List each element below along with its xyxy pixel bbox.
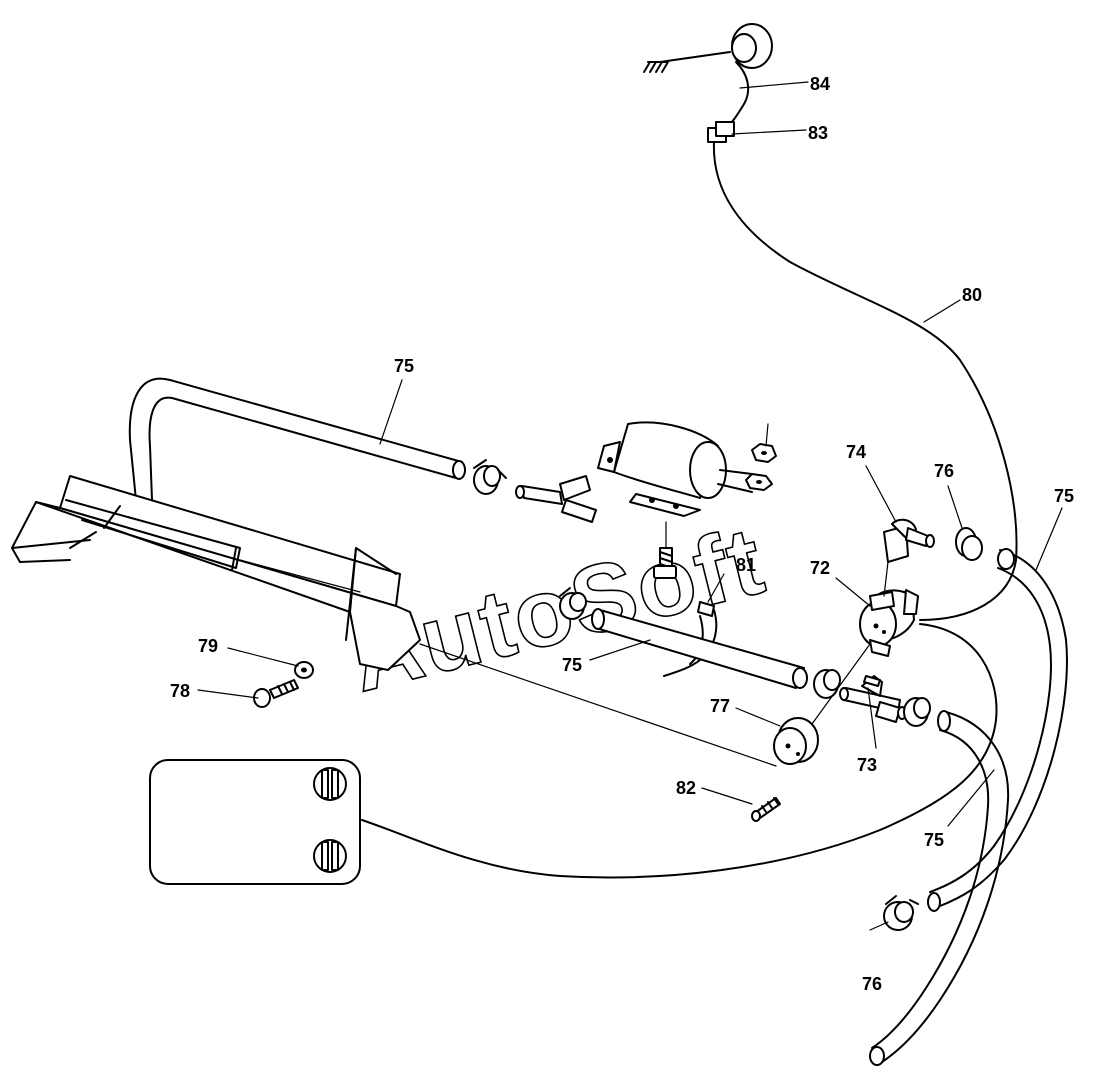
- callout-80: 80: [962, 285, 982, 305]
- bolt-78: [253, 679, 299, 708]
- callout-75-bottom: 75: [924, 830, 944, 850]
- nut-upper: [751, 443, 777, 463]
- callout-77: 77: [710, 696, 730, 716]
- valve-72: [859, 561, 919, 657]
- callout-79: 79: [198, 636, 218, 656]
- pump-bolt: [653, 521, 677, 579]
- hose-75-right: [927, 548, 1068, 912]
- hose-75-middle: [591, 608, 808, 689]
- connector-83: [707, 121, 735, 143]
- callout-82: 82: [676, 778, 696, 798]
- t-piece-73: [839, 675, 907, 723]
- screw-82: [751, 797, 781, 822]
- clamp-76-mid-right: [813, 669, 841, 699]
- switch-panel: [149, 759, 361, 885]
- nozzle-77: [773, 643, 871, 765]
- washer-pump: [597, 421, 753, 517]
- clamp-76-near-73: [903, 697, 931, 727]
- callout-73: 73: [857, 755, 877, 775]
- hose-75-lower: [869, 710, 1010, 1066]
- clamp-76-top-right: [955, 527, 983, 561]
- callout-81: 81: [736, 555, 756, 575]
- callout-83: 83: [808, 123, 828, 143]
- elbow-74: [883, 518, 935, 563]
- nut-lower: [745, 473, 773, 491]
- pump-fitting: [515, 475, 597, 523]
- callout-84: 84: [810, 74, 830, 94]
- pressure-switch-84: [643, 23, 773, 125]
- reservoir-bracket: [11, 475, 777, 767]
- callout-75-right: 75: [1054, 486, 1074, 506]
- callout-72: 72: [810, 558, 830, 578]
- callout-76-top: 76: [934, 461, 954, 481]
- clamp-76-bottom: [883, 895, 919, 931]
- callout-76-bottom: 76: [862, 974, 882, 994]
- leader-lines: [197, 81, 1063, 931]
- callout-75-mid: 75: [562, 655, 582, 675]
- callout-74: 74: [846, 442, 866, 462]
- wire-harness-80: [361, 141, 1018, 879]
- callout-78: 78: [170, 681, 190, 701]
- hose-75-upper: [128, 377, 466, 501]
- callout-75-top: 75: [394, 356, 414, 376]
- clamp-76-mid-left: [559, 587, 587, 620]
- clamp-76-upper-left: [473, 459, 507, 495]
- washer-79: [294, 661, 314, 679]
